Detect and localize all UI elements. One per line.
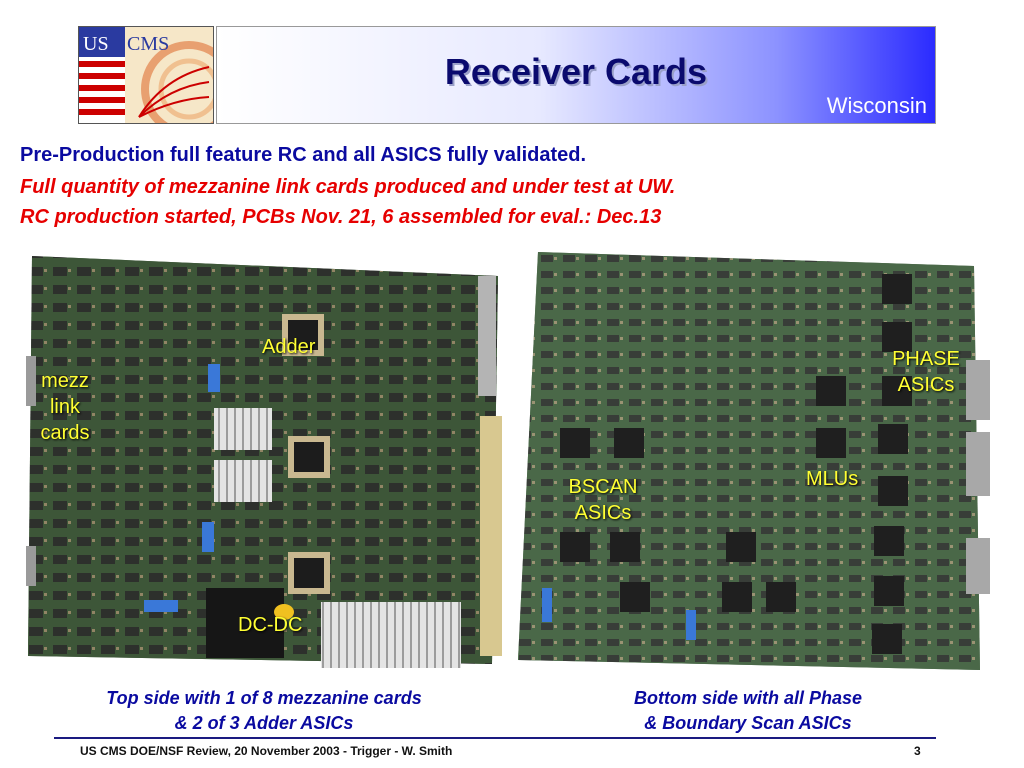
slide-subtitle: Wisconsin — [826, 93, 927, 118]
top-side-caption-line-1: Top side with 1 of 8 mezzanine cards — [106, 688, 422, 708]
top-side-caption: Top side with 1 of 8 mezzanine cards & 2… — [40, 686, 488, 736]
receiver-card-bottom-photo — [518, 252, 990, 670]
mezz-link-cards-label: mezz link cards — [28, 368, 102, 446]
top-side-caption-line-2: & 2 of 3 Adder ASICs — [174, 713, 354, 733]
mezz-label-line-3: cards — [40, 422, 90, 444]
mezz-label-line-1: mezz — [41, 370, 89, 392]
dc-dc-label: DC-DC — [238, 614, 303, 636]
receiver-card-top-photo — [26, 256, 502, 668]
page-number: 3 — [914, 744, 921, 758]
bscan-label-line-2: ASICs — [574, 502, 632, 524]
title-bar: Receiver Cards Wisconsin — [216, 26, 936, 124]
bottom-side-caption-line-2: & Boundary Scan ASICs — [644, 713, 852, 733]
mezz-label-line-2: link — [49, 396, 80, 418]
mlus-label: MLUs — [806, 468, 859, 490]
status-line-2: Full quantity of mezzanine link cards pr… — [20, 176, 676, 198]
adder-label: Adder — [262, 336, 316, 358]
bottom-side-caption-line-1: Bottom side with all Phase — [633, 688, 863, 708]
bottom-side-caption: Bottom side with all Phase & Boundary Sc… — [566, 686, 930, 736]
us-cms-logo: US CMS — [78, 26, 214, 124]
bscan-asics-label: BSCAN ASICs — [556, 474, 650, 526]
phase-label-line-1: PHASE — [892, 348, 960, 370]
logo-cms-text: CMS — [127, 33, 169, 55]
slide-title: Receiver Cards — [444, 51, 708, 92]
phase-asics-label: PHASE ASICs — [876, 346, 976, 398]
logo-us-text: US — [83, 33, 109, 55]
status-line-1: Pre-Production full feature RC and all A… — [20, 144, 587, 166]
bscan-label-line-1: BSCAN — [568, 476, 638, 498]
phase-label-line-2: ASICs — [897, 374, 955, 396]
footer-divider — [54, 737, 936, 739]
us-cms-logo-graphic: US CMS — [79, 27, 213, 123]
status-line-3: RC production started, PCBs Nov. 21, 6 a… — [20, 206, 662, 228]
footer-text: US CMS DOE/NSF Review, 20 November 2003 … — [80, 744, 453, 758]
